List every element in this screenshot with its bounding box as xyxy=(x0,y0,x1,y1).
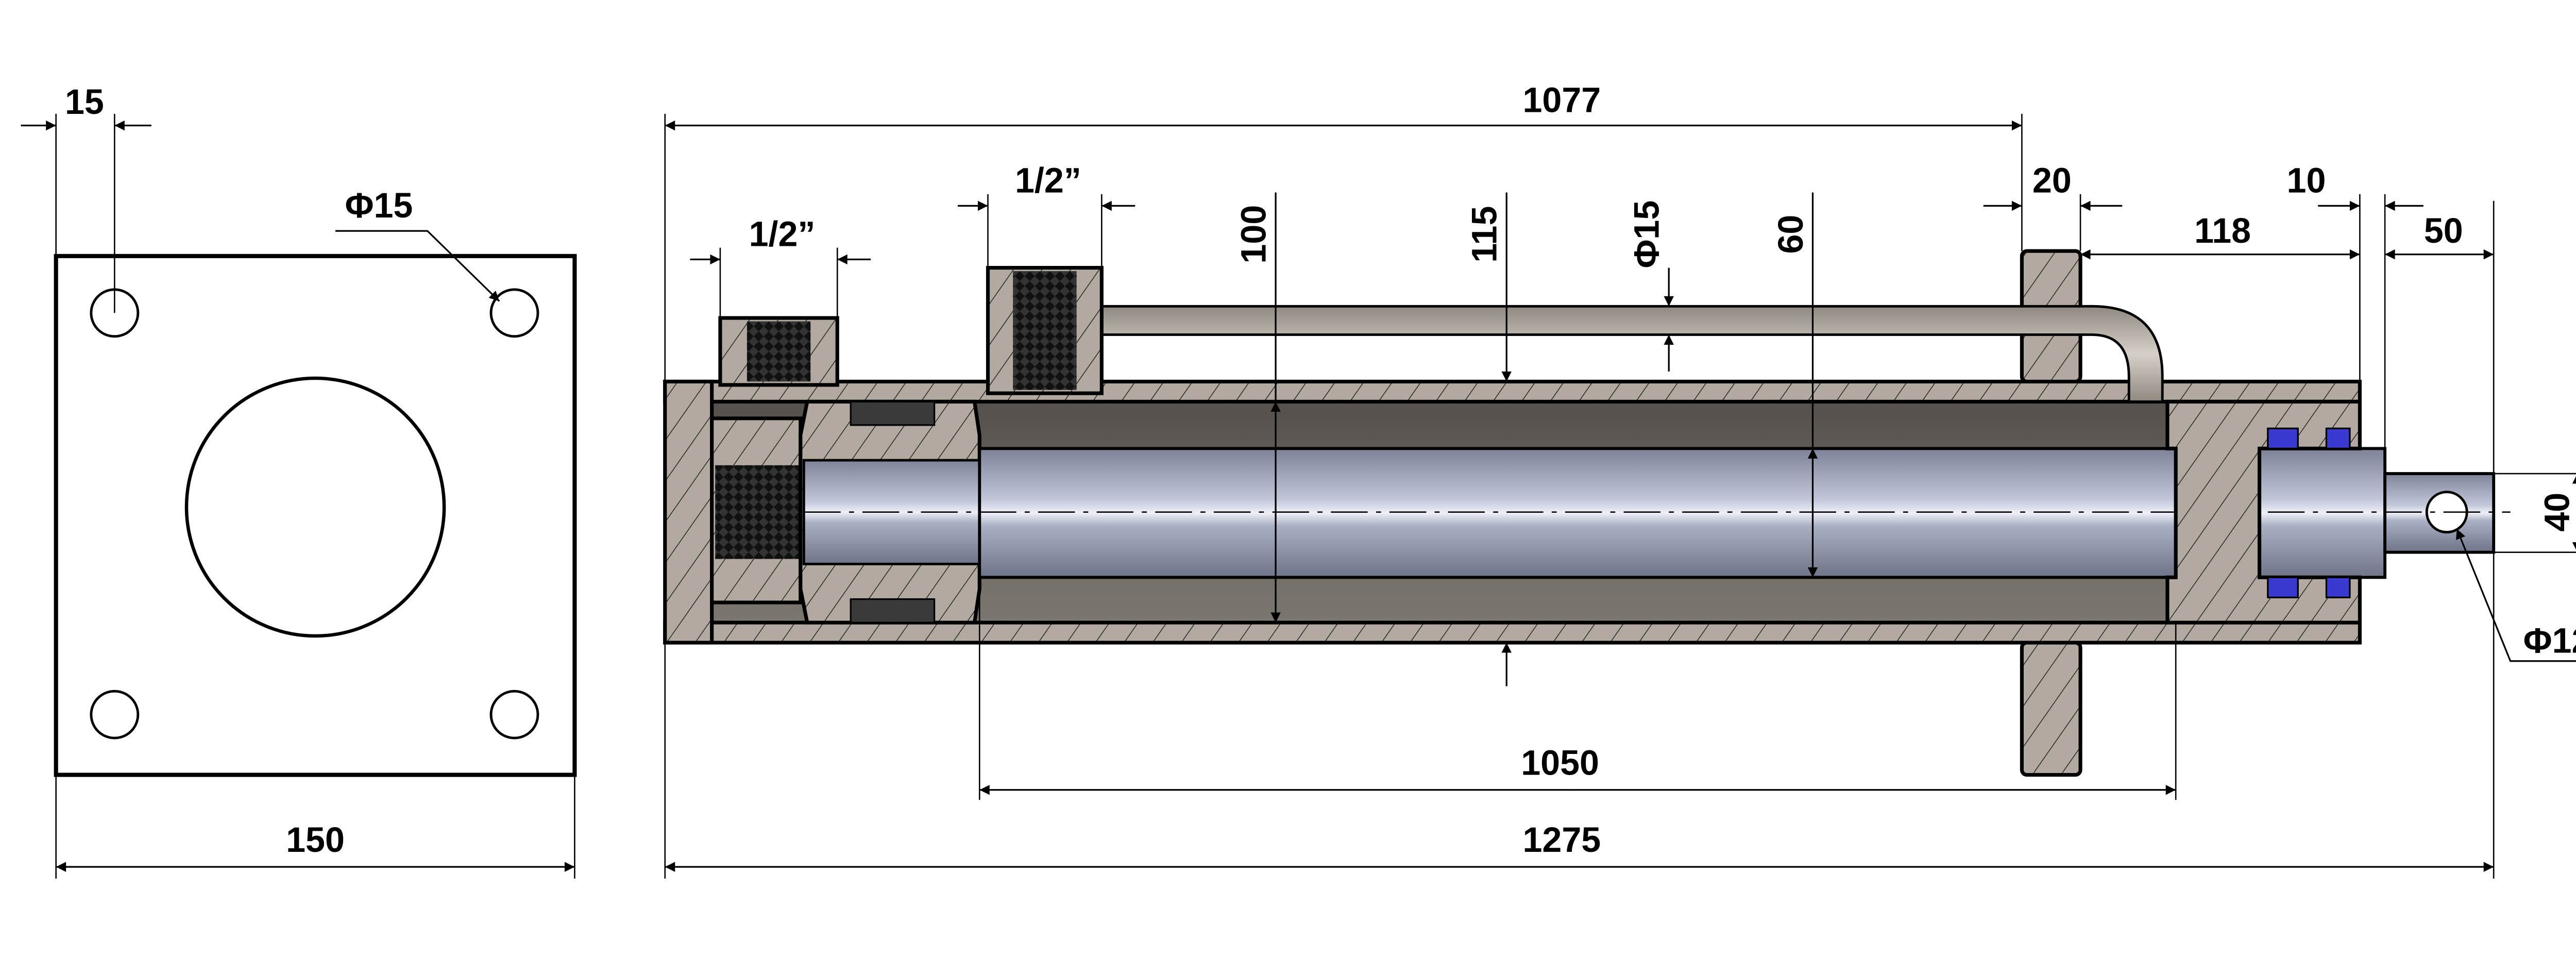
port-thread xyxy=(1013,271,1077,390)
dim-rod-end-length: 50 xyxy=(2424,211,2463,250)
rod-seal xyxy=(2267,427,2299,449)
dim-pin-hole: Φ12 xyxy=(2523,621,2576,660)
rod-seal xyxy=(2325,576,2351,598)
rear-end-cap xyxy=(663,379,714,645)
dim-port-rear: 1/2” xyxy=(749,214,816,254)
mounting-hole xyxy=(90,690,140,740)
gland xyxy=(2165,399,2362,625)
dim-bore: 100 xyxy=(1234,205,1274,264)
dim-rod-end-diameter: 40 xyxy=(2537,493,2576,532)
transfer-pipe xyxy=(1095,305,2164,403)
dim-pipe-diameter: Φ15 xyxy=(1628,200,1667,268)
dim-gland-step: 10 xyxy=(2287,161,2326,200)
cylinder-dimensions: 1077 1/2” 1/2” 100 115 Φ15 60 20 118 xyxy=(664,81,2576,879)
dim-overall-length: 1275 xyxy=(1523,820,1601,860)
dim-length-to-flange: 1077 xyxy=(1523,81,1601,120)
piston-rod xyxy=(978,447,2387,579)
dim-rod-diameter: 60 xyxy=(1771,215,1810,254)
barrel-wall-top xyxy=(663,379,2362,404)
piston-seal xyxy=(850,598,936,624)
port-thread xyxy=(747,321,811,382)
dim-hole-diameter: Φ15 xyxy=(345,186,413,225)
dim-flange-to-gland: 118 xyxy=(2194,211,2251,250)
dim-stroke: 1050 xyxy=(1521,744,1599,783)
dim-outer-diameter: 115 xyxy=(1465,206,1504,263)
dim-flange-thickness: 20 xyxy=(2032,161,2072,200)
barrel-wall-bottom xyxy=(663,620,2362,645)
mounting-hole xyxy=(489,288,539,338)
cylinder-section xyxy=(663,249,2511,777)
rod-seal xyxy=(2267,576,2299,598)
center-bore xyxy=(184,376,446,638)
mounting-flange xyxy=(2020,641,2082,777)
dim-port-front: 1/2” xyxy=(1015,161,1081,200)
dim-hole-offset: 15 xyxy=(65,82,104,122)
piston-seal xyxy=(850,400,936,426)
mounting-hole xyxy=(489,690,539,740)
end-plate-view: 15 Φ15 150 xyxy=(21,82,577,879)
rear-thread xyxy=(715,465,803,559)
dim-plate-width: 150 xyxy=(286,820,345,860)
rod-seal xyxy=(2325,427,2351,449)
